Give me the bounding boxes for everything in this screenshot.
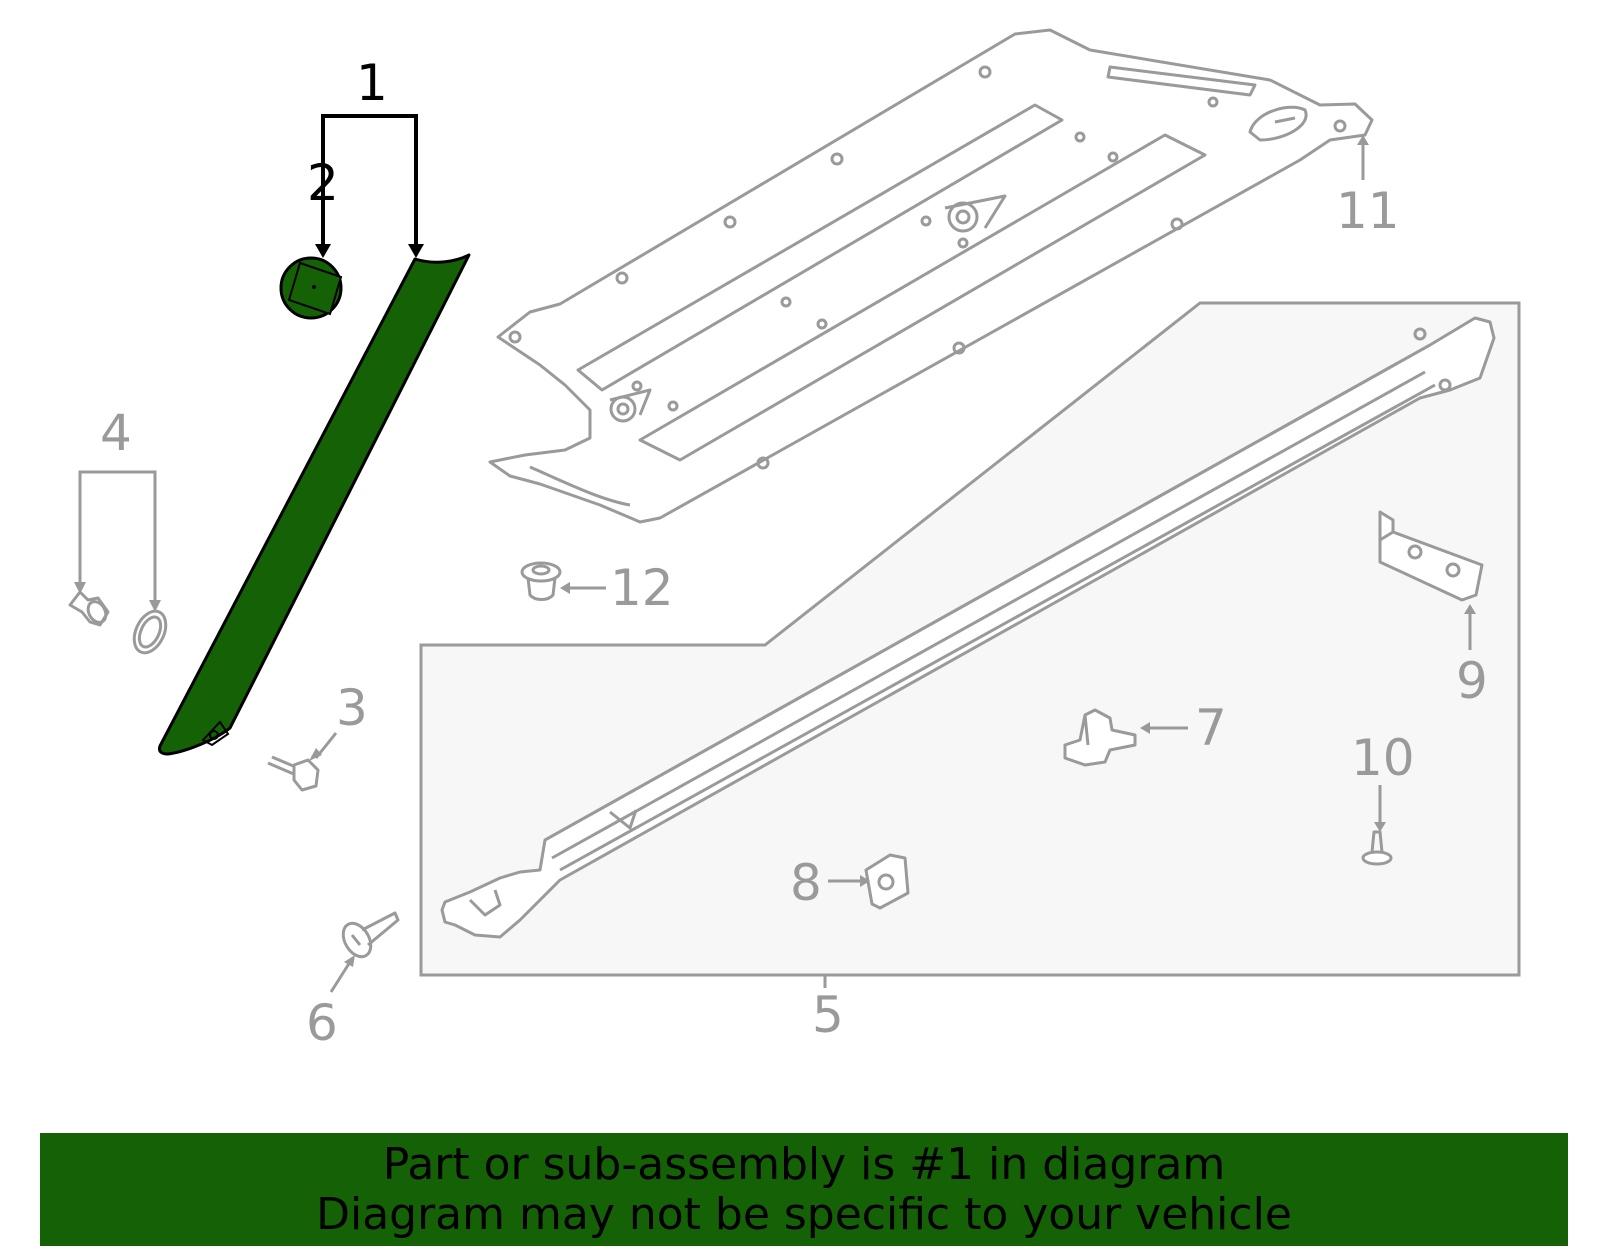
screw-icon	[1361, 830, 1393, 866]
tapping-screw-icon	[341, 911, 400, 959]
retainer-icon	[864, 853, 910, 910]
callout-4: 4	[100, 404, 132, 462]
callout-8: 8	[790, 854, 822, 912]
callout-1: 1	[356, 54, 388, 112]
rocker-panel-icon	[440, 316, 1496, 939]
leader-lines-highlighted	[315, 114, 424, 258]
leader-lines-gray	[74, 135, 1476, 993]
callout-7: 7	[1195, 699, 1227, 757]
callout-12: 12	[610, 559, 674, 617]
washer-icon	[132, 609, 168, 655]
info-banner: Part or sub-assembly is #1 in diagram Di…	[40, 1133, 1568, 1246]
callout-2: 2	[307, 154, 339, 212]
fastener-icon	[68, 590, 110, 627]
bracket-icon	[1378, 510, 1484, 602]
clip-icon	[1063, 708, 1137, 767]
callout-3: 3	[336, 679, 368, 737]
cover-cap-icon	[279, 256, 343, 320]
callout-labels: 1 2 3 4 5 6 7 8 9 10 11 12	[100, 54, 1488, 1052]
callout-11: 11	[1336, 182, 1400, 240]
banner-line-2: Diagram may not be specific to your vehi…	[316, 1188, 1292, 1240]
underbody-shield-icon	[488, 28, 1374, 524]
callout-6: 6	[306, 994, 338, 1052]
push-clip-icon	[520, 561, 562, 601]
pillar-molding-icon	[158, 253, 471, 756]
bolt-icon	[267, 755, 320, 792]
banner-line-1: Part or sub-assembly is #1 in diagram	[382, 1138, 1226, 1190]
callout-5: 5	[812, 986, 844, 1044]
callout-9: 9	[1456, 652, 1488, 710]
callout-10: 10	[1351, 729, 1415, 787]
